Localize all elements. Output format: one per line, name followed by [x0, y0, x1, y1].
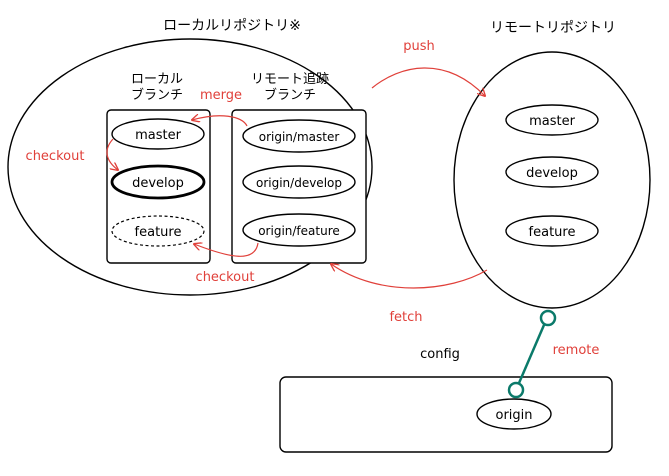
fetch-arrow — [331, 264, 488, 289]
local-branch-label-line1: ローカル — [131, 72, 183, 87]
remote-action-label: remote — [553, 343, 600, 358]
remote-link-end-bottom — [507, 381, 525, 399]
merge-arrow — [192, 116, 248, 127]
merge-label: merge — [200, 88, 242, 103]
checkout-left-label: checkout — [26, 149, 85, 164]
fetch-label: fetch — [389, 310, 422, 325]
tracking-branch-origin-develop[interactable] — [242, 165, 356, 199]
config-remote-origin-label: origin — [495, 408, 532, 423]
push-label: push — [403, 39, 435, 54]
local-repo-title: ローカルリポジトリ※ — [163, 18, 301, 34]
tracking-branch-origin-feature-label: origin/feature — [258, 224, 340, 238]
config-label: config — [420, 347, 460, 362]
local-branch-label-line2: ブランチ — [131, 87, 183, 103]
config-remote-origin[interactable] — [476, 398, 552, 430]
remote-branch-develop[interactable] — [505, 156, 599, 188]
tracking-branch-origin-master-label: origin/master — [259, 130, 340, 144]
remote-branch-feature[interactable] — [505, 215, 599, 247]
local-branch-develop-label: develop — [132, 176, 184, 191]
tracking-branch-origin-master[interactable] — [242, 119, 356, 153]
remote-branch-master-label: master — [529, 114, 575, 129]
checkout-bottom-arrow — [194, 243, 259, 257]
tracking-branch-label-line2: ブランチ — [264, 87, 316, 103]
push-arrow — [371, 67, 485, 96]
checkout-bottom-label: checkout — [196, 270, 255, 285]
remote-repo-title: リモートリポジトリ — [490, 20, 616, 36]
local-branch-feature[interactable] — [111, 215, 205, 247]
config-box — [279, 376, 613, 453]
remote-branch-master[interactable] — [505, 104, 599, 136]
tracking-branch-label-line1: リモート追跡 — [251, 71, 329, 87]
local-branch-feature-label: feature — [135, 225, 182, 240]
tracking-branch-origin-develop-label: origin/develop — [256, 176, 342, 190]
remote-link-line — [514, 317, 549, 391]
tracking-branch-origin-feature[interactable] — [242, 213, 356, 247]
local-branch-master[interactable] — [111, 118, 205, 150]
local-branch-develop[interactable] — [110, 164, 206, 200]
local-branch-master-label: master — [135, 128, 181, 143]
remote-branch-feature-label: feature — [529, 225, 576, 240]
remote-link-end-top — [539, 309, 557, 327]
remote-branch-develop-label: develop — [526, 166, 578, 181]
checkout-left-arrow — [106, 138, 118, 170]
